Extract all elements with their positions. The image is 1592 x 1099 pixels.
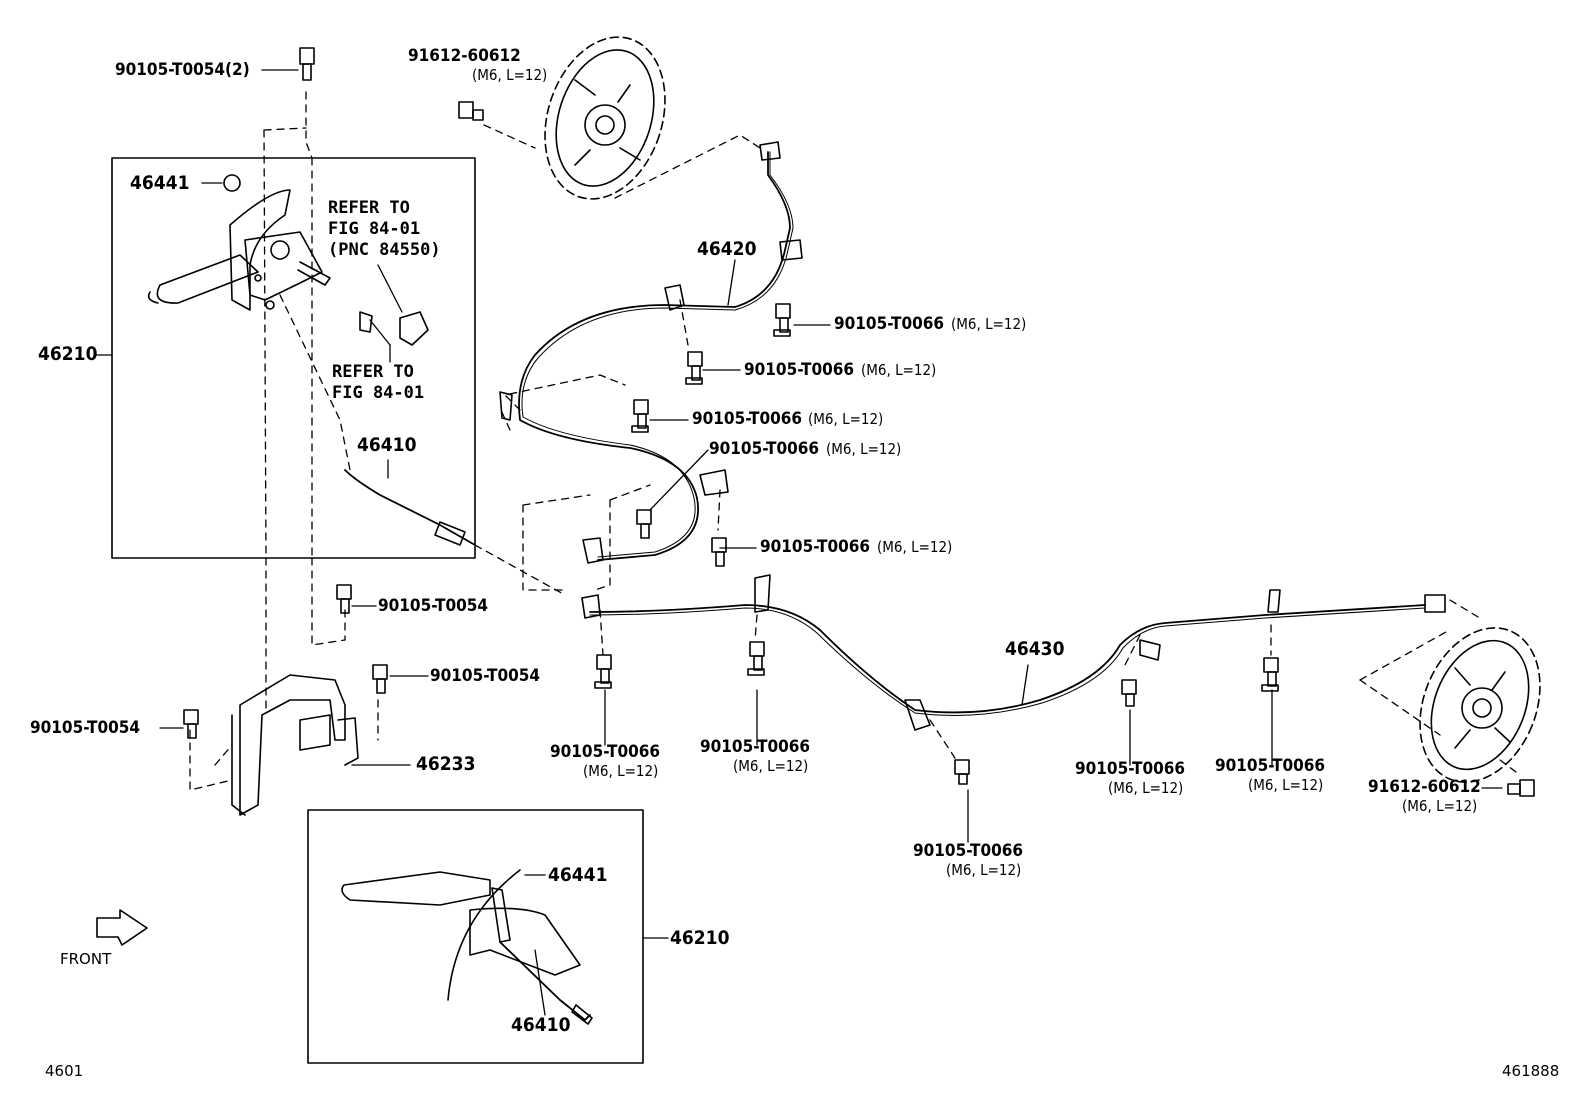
refer-note-1-line1: REFER TO <box>328 198 410 218</box>
bolt-54c <box>183 709 199 739</box>
cable-46430-outer <box>589 607 1426 716</box>
part-label-bolt-top: 90105-T0054(2) <box>115 60 250 80</box>
lever-grip-end <box>147 291 159 304</box>
cable-46430 <box>589 604 1426 714</box>
part-label-bolt-i: 90105-T0066 <box>1075 759 1186 779</box>
part-label-bolt-54b: 90105-T0054 <box>430 666 541 686</box>
part-label-bolt-54c: 90105-T0054 <box>30 718 141 738</box>
cable-clamps <box>434 141 1446 731</box>
part-label-inset-grip: 46441 <box>548 864 608 886</box>
bolt-e <box>711 537 727 567</box>
bolt-c <box>631 399 649 433</box>
part-label-bolt-a: 90105-T0066 <box>834 314 945 334</box>
cable-46420 <box>518 151 791 561</box>
bolt-g <box>747 641 765 676</box>
screw-top-left <box>458 101 484 121</box>
bracket-drawing <box>231 674 359 816</box>
part-label-bolt-f: 90105-T0066 <box>550 742 661 762</box>
cable-46410 <box>344 469 476 546</box>
part-label-inset-cable: 46410 <box>511 1014 571 1036</box>
part-label-cable-right: 46430 <box>1005 638 1065 660</box>
screw-right <box>1507 779 1535 797</box>
bolt-glyphs <box>183 47 1535 797</box>
bolt-54b <box>372 664 388 694</box>
part-label-screw-top: 91612-60612 <box>408 46 521 66</box>
bolt-i <box>1121 679 1137 707</box>
spec-bolt-d: (M6, L=12) <box>826 440 902 458</box>
spec-bolt-g: (M6, L=12) <box>733 757 809 775</box>
inset-detail-frame <box>307 809 644 1064</box>
part-label-cable-front: 46410 <box>357 434 417 456</box>
bolt-j <box>1261 657 1279 692</box>
refer-note-2-line2: FIG 84-01 <box>332 383 425 403</box>
spec-bolt-c: (M6, L=12) <box>808 410 884 428</box>
bolt-54a <box>336 584 352 614</box>
grip-button <box>223 174 241 192</box>
part-label-bolt-g: 90105-T0066 <box>700 737 811 757</box>
cable-46420-outer <box>521 151 794 558</box>
part-label-inset-lever: 46210 <box>670 927 730 949</box>
part-label-cable-left: 46420 <box>697 238 757 260</box>
part-label-bolt-j: 90105-T0066 <box>1215 756 1326 776</box>
spec-bolt-e: (M6, L=12) <box>877 538 953 556</box>
bolt-b <box>685 351 703 385</box>
part-label-bolt-c: 90105-T0066 <box>692 409 803 429</box>
spec-bolt-f: (M6, L=12) <box>583 762 659 780</box>
bolt-h <box>954 759 970 785</box>
refer-note-1-line3: (PNC 84550) <box>328 240 441 260</box>
front-arrow-icon <box>96 909 148 946</box>
backing-plate-right <box>1419 627 1541 783</box>
lever-detail-frame <box>111 157 476 559</box>
refer-clip <box>359 311 429 346</box>
part-label-bolt-b: 90105-T0066 <box>744 360 855 380</box>
page-code: 4601 <box>45 1062 84 1080</box>
part-label-lever-assy: 46210 <box>38 343 98 365</box>
bolt-top <box>299 47 315 81</box>
bolt-f <box>594 654 612 689</box>
spec-screw-right: (M6, L=12) <box>1402 797 1478 815</box>
part-label-bolt-d: 90105-T0066 <box>709 439 820 459</box>
bolt-a <box>773 303 791 337</box>
part-label-bolt-e: 90105-T0066 <box>760 537 871 557</box>
figure-code: 461888 <box>1502 1062 1560 1080</box>
spec-screw-top: (M6, L=12) <box>472 66 548 84</box>
part-label-bolt-54a: 90105-T0054 <box>378 596 489 616</box>
part-label-grip: 46441 <box>130 172 190 194</box>
lever-drawing <box>156 189 331 311</box>
part-label-screw-right: 91612-60612 <box>1368 777 1481 797</box>
front-label: FRONT <box>60 950 112 968</box>
refer-note-2-line1: REFER TO <box>332 362 414 382</box>
spec-bolt-a: (M6, L=12) <box>951 315 1027 333</box>
part-label-bolt-h: 90105-T0066 <box>913 841 1024 861</box>
leader-lines <box>96 69 1503 1016</box>
spec-bolt-j: (M6, L=12) <box>1248 776 1324 794</box>
spec-bolt-b: (M6, L=12) <box>861 361 937 379</box>
spec-bolt-h: (M6, L=12) <box>946 861 1022 879</box>
assembly-lines <box>189 91 1521 791</box>
spec-bolt-i: (M6, L=12) <box>1108 779 1184 797</box>
bolt-d <box>636 509 652 539</box>
inset-lever-drawing <box>341 869 593 1025</box>
part-label-bracket: 46233 <box>416 753 476 775</box>
backing-plate-left <box>544 36 666 200</box>
refer-note-1-line2: FIG 84-01 <box>328 219 421 239</box>
